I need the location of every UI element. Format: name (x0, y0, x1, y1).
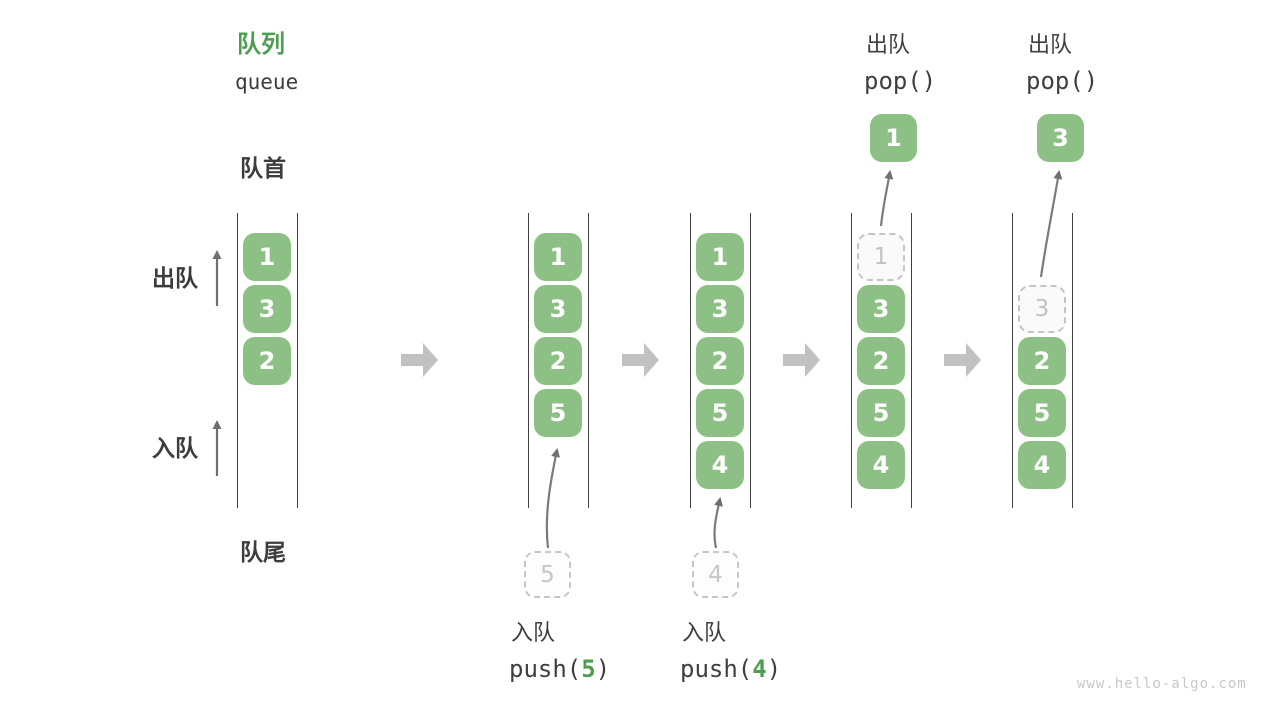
incoming-item: 5 (524, 551, 571, 598)
title-en: queue (235, 70, 299, 94)
watermark: www.hello-algo.com (1077, 676, 1247, 692)
push-call-suffix: ) (595, 655, 611, 683)
queue-item: 2 (534, 337, 582, 385)
pop-label-zh: 出队 (866, 32, 911, 57)
queue-item: 5 (857, 389, 905, 437)
title-zh: 队列 (237, 31, 285, 58)
queue-item: 1 (534, 233, 582, 281)
push-call-arg: 4 (752, 655, 767, 683)
pop-call-label: pop() (864, 67, 937, 95)
queue-item-ghost: 1 (857, 233, 905, 281)
queue-item: 4 (857, 441, 905, 489)
queue-column-3: 1 3 2 5 4 (690, 213, 751, 508)
queue-item: 2 (857, 337, 905, 385)
queue-item: 4 (696, 441, 744, 489)
push-call-arg: 5 (581, 655, 596, 683)
queue-item: 5 (534, 389, 582, 437)
popped-item: 3 (1037, 114, 1084, 162)
push-label-zh: 入队 (682, 620, 727, 645)
push-call-suffix: ) (766, 655, 782, 683)
queue-column-1: 1 3 2 (237, 213, 298, 508)
queue-item: 3 (243, 285, 291, 333)
queue-item: 3 (857, 285, 905, 333)
queue-column-5: 3 2 5 4 (1012, 213, 1073, 508)
push-call-prefix: push( (680, 655, 753, 683)
queue-item: 5 (1018, 389, 1066, 437)
queue-item: 1 (696, 233, 744, 281)
queue-item: 2 (696, 337, 744, 385)
label-queue-rear: 队尾 (240, 539, 286, 565)
queue-item: 2 (1018, 337, 1066, 385)
stage-arrow-3 (783, 343, 820, 377)
queue-item: 3 (696, 285, 744, 333)
label-queue-front: 队首 (240, 155, 286, 181)
stage-arrow-1 (401, 343, 438, 377)
push-call-label: push(5) (509, 657, 610, 681)
push-call-label: push(4) (680, 657, 781, 681)
queue-column-2: 1 3 2 5 (528, 213, 589, 508)
queue-item: 5 (696, 389, 744, 437)
queue-item: 2 (243, 337, 291, 385)
popped-item: 1 (870, 114, 917, 162)
push-call-prefix: push( (509, 655, 582, 683)
label-dequeue: 出队 (152, 265, 198, 291)
pop-label-zh: 出队 (1028, 32, 1073, 57)
queue-column-4: 1 3 2 5 4 (851, 213, 912, 508)
stage-arrow-2 (622, 343, 659, 377)
queue-item: 1 (243, 233, 291, 281)
queue-item: 3 (534, 285, 582, 333)
push-label-zh: 入队 (511, 620, 556, 645)
stage-arrow-4 (944, 343, 981, 377)
incoming-item: 4 (692, 551, 739, 598)
queue-item: 4 (1018, 441, 1066, 489)
label-enqueue: 入队 (152, 435, 198, 461)
pop-call-label: pop() (1026, 67, 1099, 95)
queue-item-ghost: 3 (1018, 285, 1066, 333)
